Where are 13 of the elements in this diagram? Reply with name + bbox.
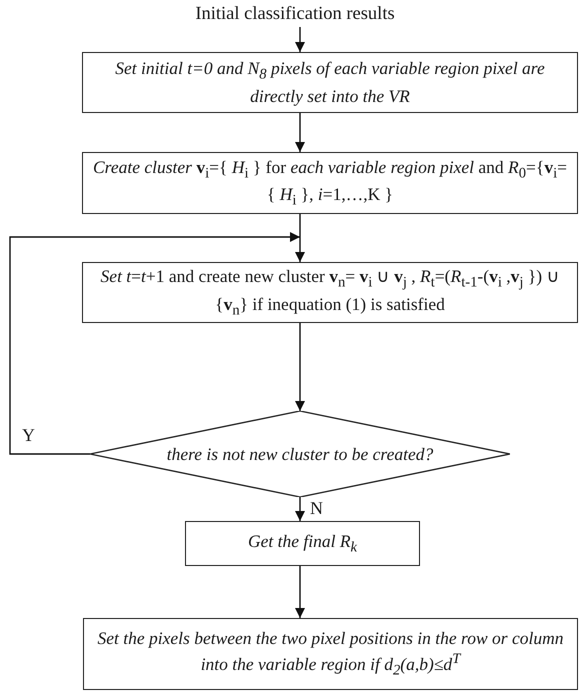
process-box	[83, 618, 578, 690]
start-label: Initial classification results	[150, 1, 440, 27]
step-text: Set initial t=0 and N$_{8}$ pixels of each variable region pixel are directly set into the VR	[114, 57, 546, 108]
arrow	[295, 237, 305, 262]
decision-diamond	[90, 411, 510, 497]
process-box	[185, 521, 420, 566]
step-text: there is not new cluster to be created?	[166, 442, 434, 466]
step-text: Get the final R$_{k}$	[246, 530, 358, 558]
step-text: Create cluster v$_{i}$={ H$_{i}$ } for each variable region pixel and R$_{0}$={v$_{i}$={ H$_{i}$ }, i=1,…,K }	[92, 156, 568, 210]
step-text: Set t=t+1 and create new cluster v$_{n}$= v$_{i}$ ∪ v$_{j}$ , R$_{t}$=(R$_{t-1}$-(v$_{i}$ ,v$_{j}$ }) ∪ {v$_{n}$} if inequation (1) is satisfied	[100, 265, 560, 320]
process-box	[82, 52, 578, 113]
process-box	[82, 262, 578, 323]
step-text: Set the pixels between the two pixel positions in the row or column into the variable region if d$_{2}$(a,b)≤d$^{T}$	[96, 627, 564, 680]
